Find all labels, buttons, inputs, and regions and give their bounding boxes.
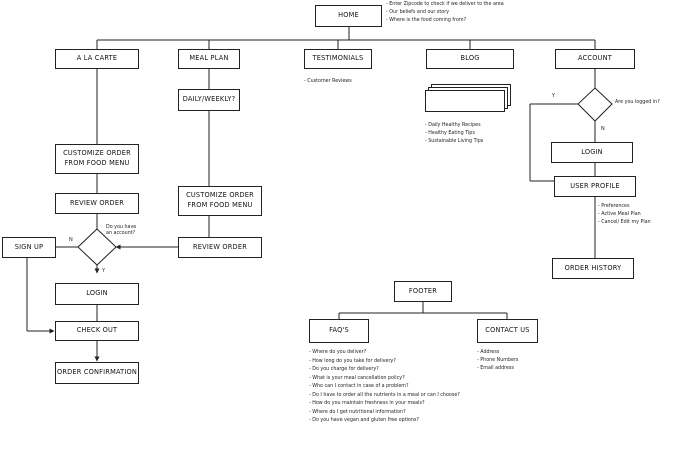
user-profile-note: - Active Meal Plan xyxy=(598,212,641,217)
decision-yes-label: Y xyxy=(102,268,106,274)
faq-note: - How long do you take for delivery? xyxy=(309,358,396,364)
logged-in-decision-text: Are you logged in? xyxy=(615,100,660,105)
faq-note: - Who can I contact in case of a problem… xyxy=(309,384,409,389)
blog-notes: - Daily Healthy Recipes - Healthy Eating… xyxy=(425,122,483,146)
blog-pages-stack-front xyxy=(425,90,505,112)
customize-order-line: FROM FOOD MENU xyxy=(187,201,253,209)
account-label: ACCOUNT xyxy=(578,54,612,63)
contact-notes: - Address - Phone Numbers - Email addres… xyxy=(477,349,518,373)
customize-order-line: CUSTOMIZE ORDER xyxy=(186,191,254,200)
user-profile-notes: - Preferences - Active Meal Plan - Cance… xyxy=(598,203,651,227)
home-note: - Our beliefs and our story xyxy=(386,10,450,15)
testimonials-note: - Customer Reviews xyxy=(304,79,352,84)
contact-us-box: CONTACT US xyxy=(477,319,538,343)
decision-no-label: N xyxy=(69,237,73,243)
meal-plan-box: MEAL PLAN xyxy=(178,49,240,69)
account-decision-line: Do you have xyxy=(106,225,137,230)
daily-weekly-label: DAILY/WEEKLY? xyxy=(182,95,236,104)
customize-order-line: CUSTOMIZE ORDER xyxy=(63,149,131,158)
blog-label: BLOG xyxy=(460,54,480,63)
customize-order-line: FROM FOOD MENU xyxy=(64,159,130,167)
review-order-label: REVIEW ORDER xyxy=(193,242,247,251)
home-note: - Enter Zipcode to check if we deliver t… xyxy=(386,2,504,7)
faq-note: - Do I have to order all the nutrients i… xyxy=(309,392,460,398)
account-box: ACCOUNT xyxy=(555,49,635,69)
user-profile-note: - Cancel/ Edit my Plan xyxy=(598,220,651,225)
blog-note: - Daily Healthy Recipes xyxy=(425,123,481,128)
check-out-label: CHECK OUT xyxy=(76,326,118,335)
home-notes: - Enter Zipcode to check if we deliver t… xyxy=(386,1,504,25)
home-box: HOME xyxy=(315,5,382,27)
a-la-carte-label: A LA CARTE xyxy=(76,54,118,63)
faq-note: - Do you charge for delivery? xyxy=(309,367,379,372)
blog-note: - Healthy Eating Tips xyxy=(425,131,475,136)
faq-note: - Where do I get nutritional information… xyxy=(309,409,406,415)
order-confirmation-label: ORDER CONFIRMATION xyxy=(56,368,138,377)
testimonials-label: TESTIMONIALS xyxy=(312,54,364,63)
faq-note: - Where do you deliver? xyxy=(309,350,367,355)
logged-in-no-label: N xyxy=(601,126,605,132)
order-history-box: ORDER HISTORY xyxy=(552,258,634,279)
sign-up-box: SIGN UP xyxy=(2,237,56,258)
login-label: LOGIN xyxy=(86,289,108,298)
home-note: - Where is the food coming from? xyxy=(386,18,467,23)
footer-box: FOOTER xyxy=(394,281,452,302)
footer-label: FOOTER xyxy=(408,286,438,295)
review-order-box-a-la-carte: REVIEW ORDER xyxy=(55,193,139,214)
order-confirmation-box: ORDER CONFIRMATION xyxy=(55,362,139,384)
contact-us-label: CONTACT US xyxy=(485,326,530,335)
login-label: LOGIN xyxy=(581,147,603,156)
meal-plan-label: MEAL PLAN xyxy=(189,54,229,63)
user-profile-box: USER PROFILE xyxy=(554,176,636,197)
contact-note: - Email address xyxy=(477,366,514,371)
blog-box: BLOG xyxy=(426,49,514,69)
account-decision-text: Do you have an account? xyxy=(106,225,136,237)
login-box-a-la-carte: LOGIN xyxy=(55,283,139,305)
review-order-label: REVIEW ORDER xyxy=(70,198,124,207)
testimonials-notes: - Customer Reviews xyxy=(304,78,352,86)
account-decision-line: an account? xyxy=(106,231,136,236)
review-order-box-meal-plan: REVIEW ORDER xyxy=(178,237,262,258)
testimonials-box: TESTIMONIALS xyxy=(304,49,372,69)
contact-note: - Phone Numbers xyxy=(477,358,519,363)
faq-note: - What is your meal cancellation policy? xyxy=(309,375,405,381)
a-la-carte-box: A LA CARTE xyxy=(55,49,139,69)
faqs-label: FAQ'S xyxy=(329,326,349,335)
blog-note: - Sustainable Living Tips xyxy=(425,139,484,144)
logged-in-yes-label: Y xyxy=(552,93,556,99)
order-history-label: ORDER HISTORY xyxy=(564,263,622,272)
faq-note: - Do you have vegan and gluten free opti… xyxy=(309,418,419,423)
faqs-box: FAQ'S xyxy=(309,319,369,343)
customize-order-box-a-la-carte: CUSTOMIZE ORDER FROM FOOD MENU xyxy=(55,144,139,174)
faq-notes: - Where do you deliver? - How long do yo… xyxy=(309,349,460,426)
customize-order-box-meal-plan: CUSTOMIZE ORDER FROM FOOD MENU xyxy=(178,186,262,216)
user-profile-note: - Preferences xyxy=(598,204,630,209)
sign-up-label: SIGN UP xyxy=(14,242,44,251)
login-box-account: LOGIN xyxy=(551,142,633,163)
user-profile-label: USER PROFILE xyxy=(570,181,620,190)
daily-weekly-box: DAILY/WEEKLY? xyxy=(178,89,240,111)
faq-note: - How do you maintain freshness in your … xyxy=(309,401,425,406)
home-label: HOME xyxy=(338,11,359,20)
check-out-box: CHECK OUT xyxy=(55,321,139,341)
contact-note: - Address xyxy=(477,350,500,355)
